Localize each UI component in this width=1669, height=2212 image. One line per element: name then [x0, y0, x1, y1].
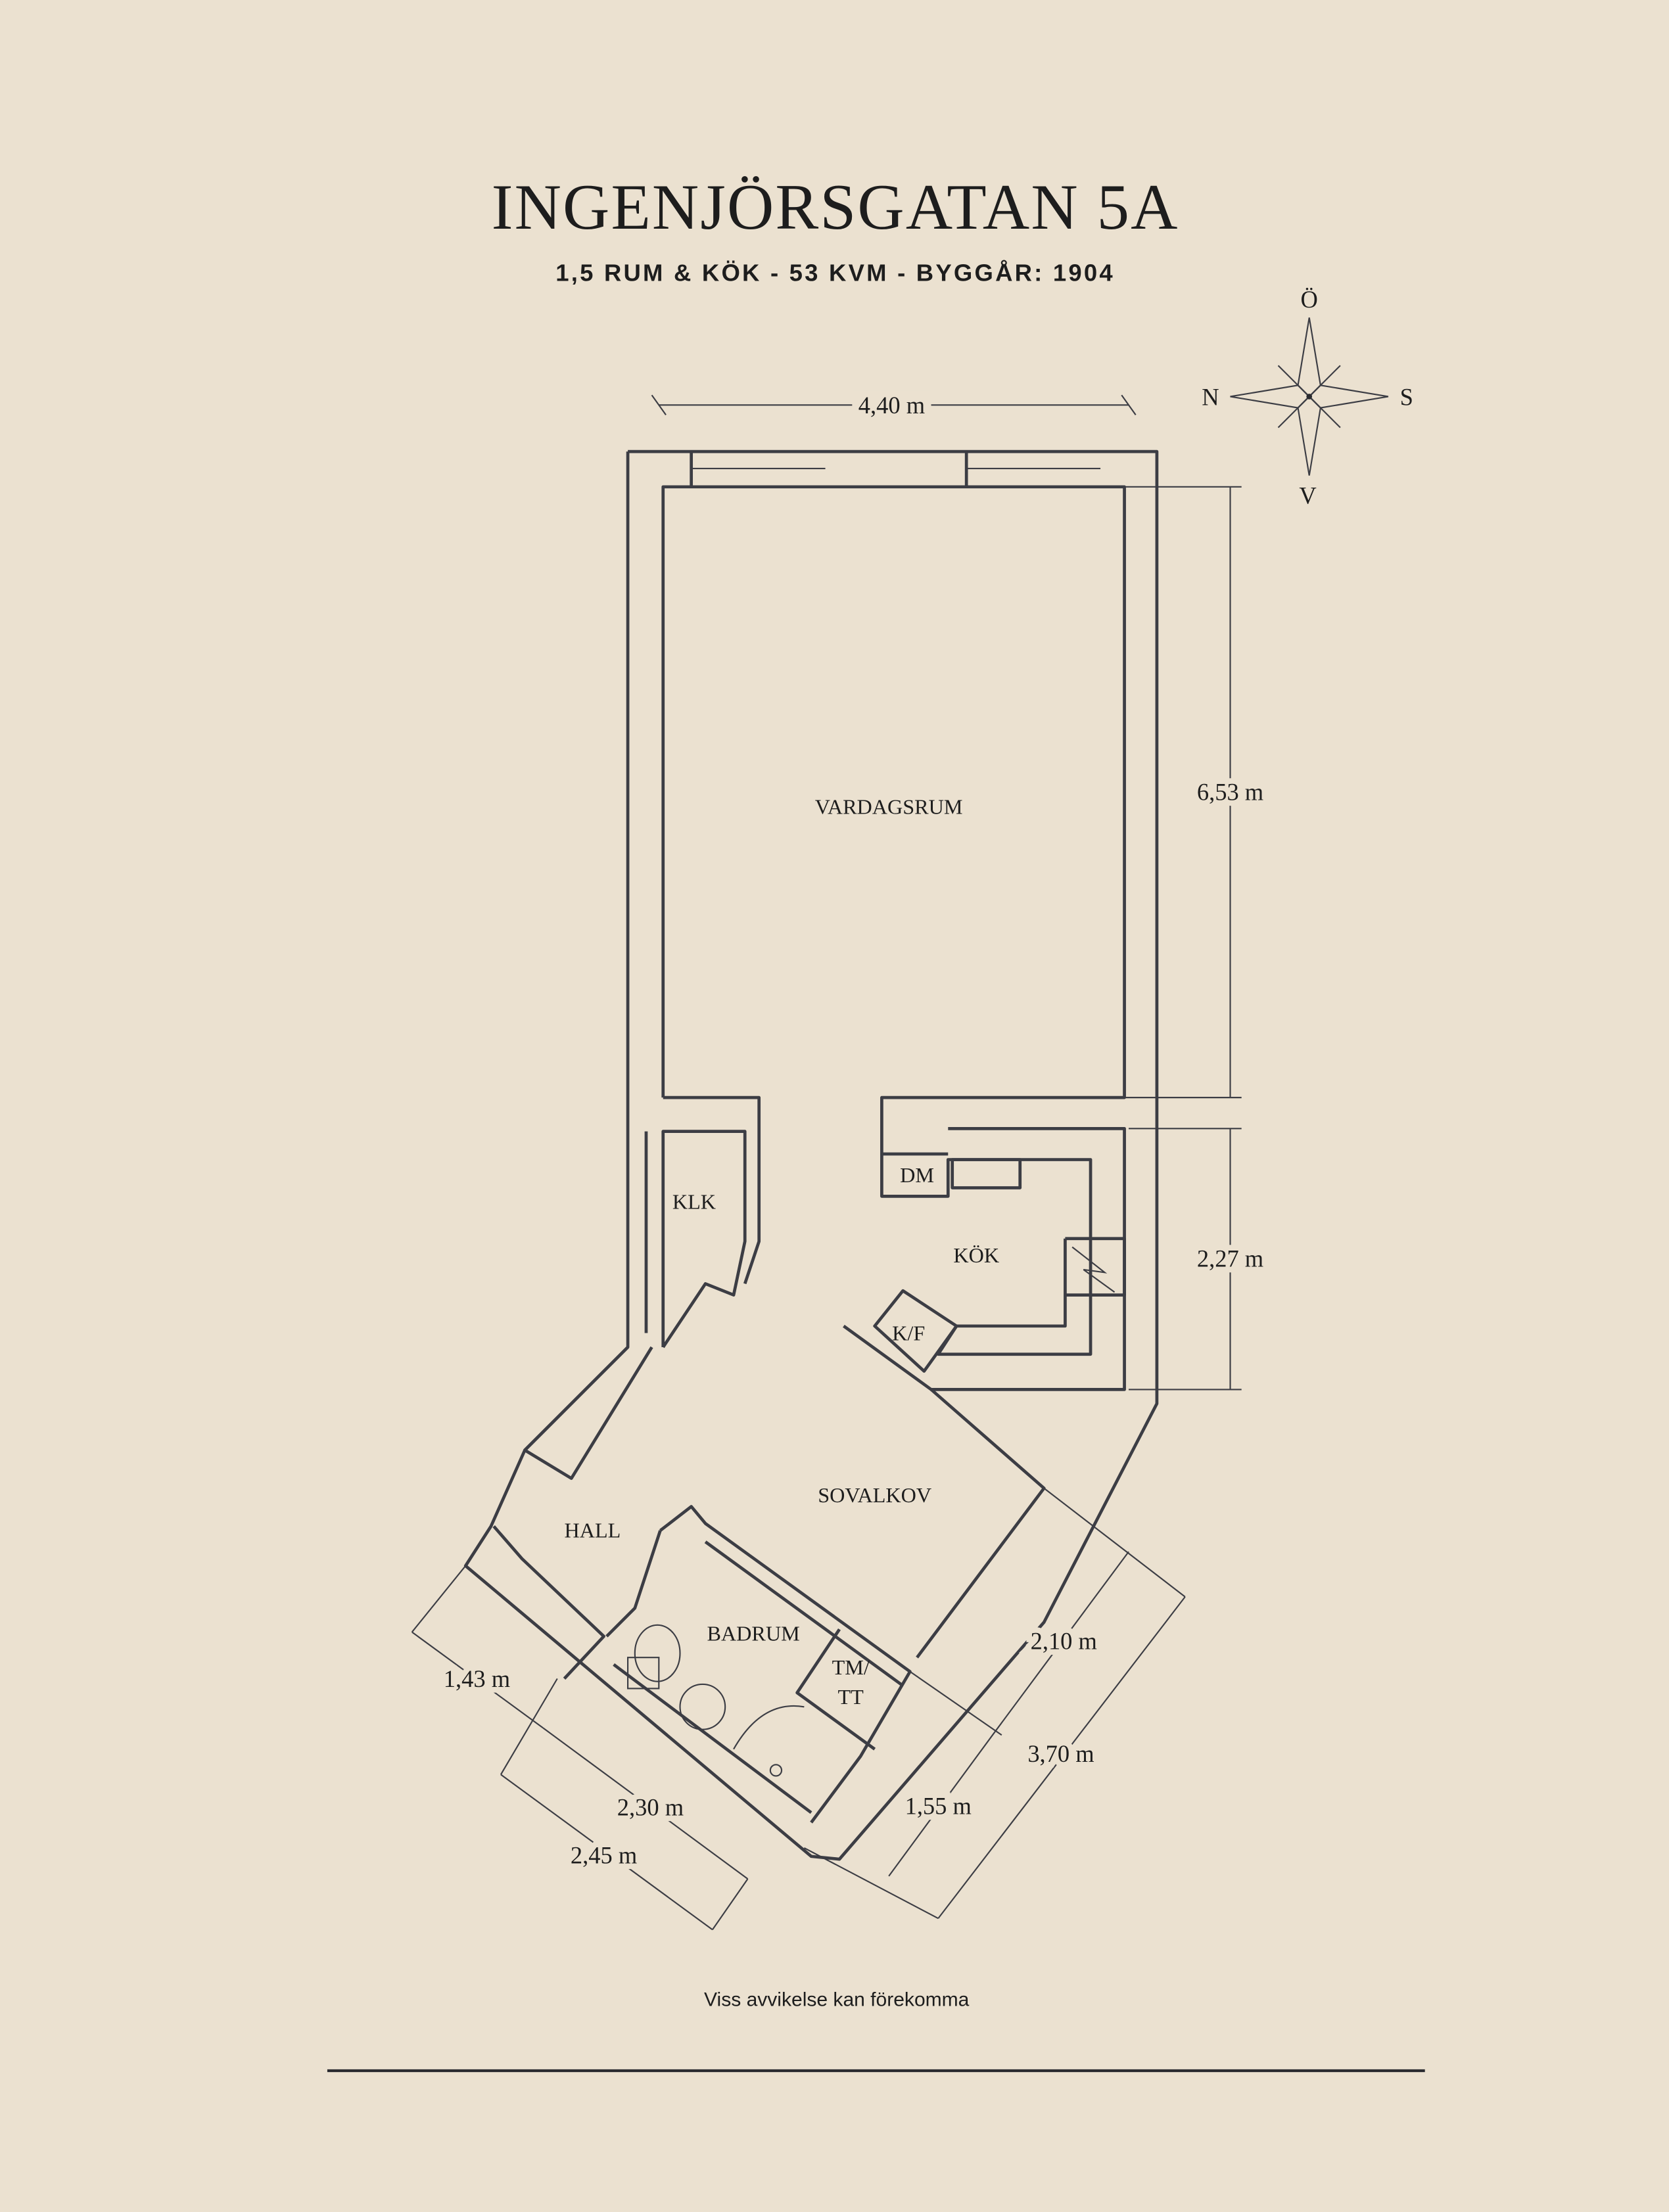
dimension-label-210: 2,10 m	[1031, 1627, 1097, 1654]
room-label-kok: KÖK	[953, 1243, 999, 1267]
room-label-dm: DM	[900, 1163, 934, 1187]
compass-north-label: N	[1202, 383, 1219, 410]
disclaimer-text: Viss avvikelse kan förekomma	[704, 1989, 970, 2010]
compass-south-label: S	[1400, 383, 1413, 410]
page-title: INGENJÖRSGATAN 5A	[492, 172, 1179, 243]
toilet-icon	[634, 1624, 681, 1682]
dimension-label-245: 2,45 m	[571, 1842, 637, 1869]
compass-rose-icon	[1230, 317, 1389, 476]
dimension-label-living-depth: 6,53 m	[1197, 778, 1263, 805]
room-label-klk: KLK	[672, 1190, 716, 1214]
dimension-label-143: 1,43 m	[444, 1665, 510, 1692]
dimension-label-top-width: 4,40 m	[858, 392, 925, 419]
room-label-tm: TM/	[832, 1655, 870, 1679]
room-label-badrum: BADRUM	[707, 1621, 799, 1645]
dimension-label-230: 2,30 m	[617, 1794, 684, 1821]
page-subtitle: 1,5 RUM & KÖK - 53 KVM - BYGGÅR: 1904	[555, 259, 1115, 286]
compass-west-label: V	[1299, 482, 1316, 509]
room-label-kf: K/F	[892, 1321, 925, 1345]
room-label-hall: HALL	[565, 1519, 621, 1542]
walls	[463, 449, 1159, 1861]
sink-icon	[679, 1683, 726, 1730]
dimension-label-370: 3,70 m	[1027, 1740, 1094, 1767]
room-label-tt: TT	[838, 1685, 864, 1709]
shower-icon	[769, 1764, 783, 1777]
dimension-lines	[411, 394, 1242, 1931]
room-label-sovalkov: SOVALKOV	[818, 1483, 931, 1507]
room-label-vardagsrum: VARDAGSRUM	[815, 795, 963, 819]
compass-east-label: Ö	[1301, 286, 1318, 313]
dimension-label-kitchen-depth: 2,27 m	[1197, 1245, 1263, 1272]
dimension-label-155: 1,55 m	[905, 1792, 972, 1819]
